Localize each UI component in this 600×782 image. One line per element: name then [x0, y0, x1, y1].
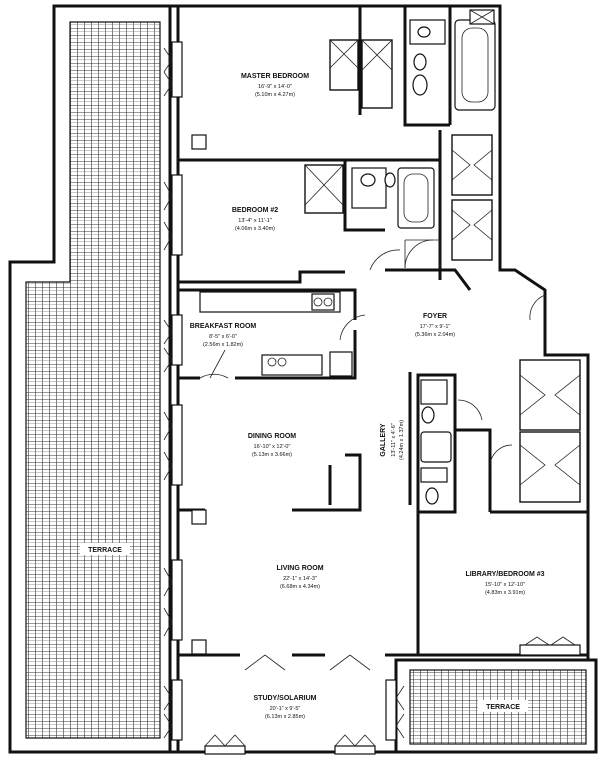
- master-bedroom-metric: (5.10m x 4.27m): [255, 92, 295, 98]
- dining-room-name: DINING ROOM: [248, 433, 296, 440]
- dining-room-walls: [163, 404, 362, 525]
- terrace-west-label: TERRACE: [88, 547, 122, 554]
- gallery-name: GALLERY: [380, 423, 387, 457]
- study-walls: [163, 679, 405, 755]
- foyer-dims: 17'-7" x 9'-1": [420, 324, 451, 330]
- study-metric: (6.13m x 2.85m): [265, 714, 305, 720]
- living-room-metric: (6.68m x 4.34m): [280, 584, 320, 590]
- master-bedroom-walls: [163, 6, 496, 162]
- terrace-west: [8, 4, 172, 754]
- master-bedroom-dims: 16'-9" x 14'-0": [258, 84, 292, 90]
- gallery-walls: [408, 359, 581, 514]
- gallery-dims: 13'-11" x 4'-6": [391, 423, 397, 456]
- living-room-name: LIVING ROOM: [276, 565, 323, 572]
- gallery-metric: (4.24m x 1.37m): [399, 420, 405, 460]
- study-name: STUDY/SOLARIUM: [254, 695, 317, 702]
- bedroom-2-name: BEDROOM #2: [232, 207, 278, 214]
- dining-room-metric: (5.13m x 3.66m): [252, 452, 292, 458]
- breakfast-room-walls: [163, 288, 357, 380]
- foyer-metric: (5.36m x 2.04m): [415, 332, 455, 338]
- living-room-dims: 22'-1" x 14'-3": [283, 576, 317, 582]
- study-dims: 20'-1" x 9'-5": [270, 706, 301, 712]
- bedroom-2-walls: [163, 130, 493, 284]
- foyer-name: FOYER: [423, 313, 447, 320]
- master-bedroom-name: MASTER BEDROOM: [241, 73, 309, 80]
- foyer-walls: [339, 249, 546, 341]
- breakfast-room-dims: 8'-5" x 6'-0": [209, 334, 237, 340]
- terrace-south-label: TERRACE: [486, 704, 520, 711]
- dining-room-dims: 16'-10" x 12'-0": [254, 444, 291, 450]
- library-dims: 15'-10" x 12'-10": [485, 582, 525, 588]
- bedroom-2-dims: 13'-4" x 11'-1": [238, 218, 271, 224]
- library-name: LIBRARY/BEDROOM #3: [465, 571, 544, 578]
- library-walls: [490, 510, 588, 656]
- breakfast-room-metric: (2.56m x 1.82m): [203, 342, 243, 348]
- library-metric: (4.83m x 3.91m): [485, 590, 525, 596]
- breakfast-room-name: BREAKFAST ROOM: [190, 323, 257, 330]
- bedroom-2-metric: (4.06m x 3.40m): [235, 226, 275, 232]
